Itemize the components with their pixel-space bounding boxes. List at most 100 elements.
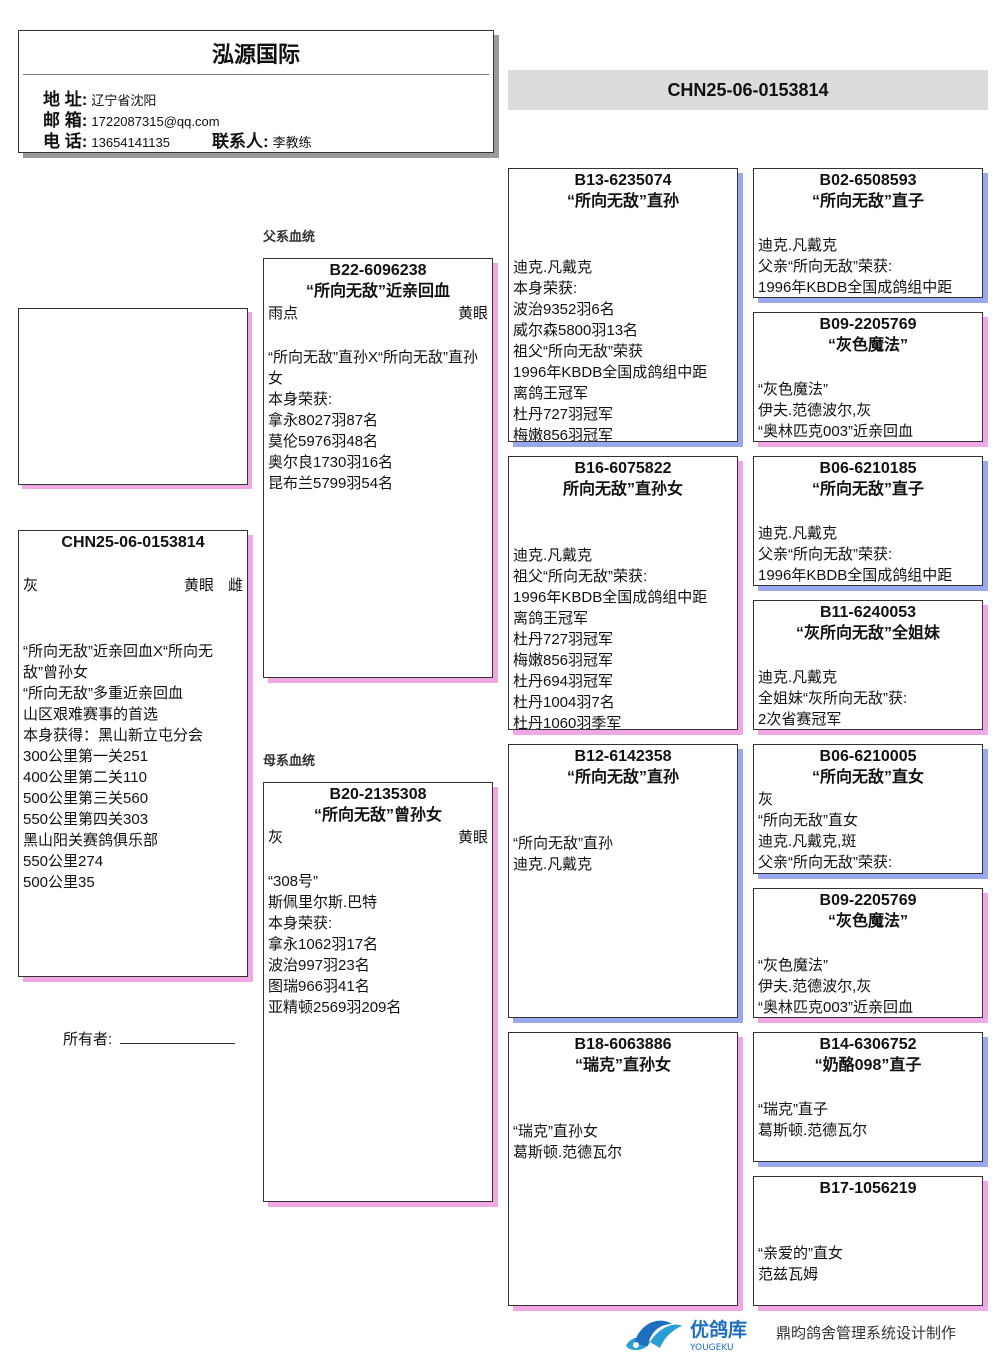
email-label: 邮 箱: bbox=[43, 111, 88, 130]
note-line: “所向无敌”直孙X“所向无敌”直孙女 bbox=[268, 349, 478, 387]
note-line: 黑山阳关赛鸽俱乐部 bbox=[23, 832, 159, 849]
ring-number: B22-6096238 bbox=[329, 262, 427, 279]
note-line: 范兹瓦姆 bbox=[758, 1266, 819, 1283]
note-line: 梅嫩856羽冠军 bbox=[513, 652, 614, 669]
ancestor-card: B22-6096238“所向无敌”近亲回血雨点黄眼“所向无敌”直孙X“所向无敌”… bbox=[263, 258, 493, 678]
ancestor-card: B20-2135308“所向无敌”曾孙女灰黄眼“308号”斯佩里尔斯.巴特本身荣… bbox=[263, 782, 493, 1202]
note-line: 祖父“所向无敌”荣获: bbox=[513, 568, 648, 585]
note-line: “亲爱的”直女 bbox=[758, 1245, 843, 1262]
pedigree-notes: 迪克.凡戴克父亲“所向无敌”荣获: 1996年KBDB全国成鸽组中距 bbox=[758, 523, 978, 585]
note-line: 祖父“所向无敌”荣获 bbox=[513, 343, 643, 360]
plumage-color: 灰 bbox=[23, 577, 39, 594]
pigeon-name: “灰所向无敌”全姐妹 bbox=[795, 625, 940, 642]
pedigree-notes: “瑞克”直子葛斯顿.范德瓦尔 bbox=[758, 1099, 978, 1141]
note-line: “奥林匹克003”近亲回血 bbox=[758, 423, 914, 440]
note-line: 本身荣获: bbox=[268, 391, 333, 408]
loft-name: 泓源国际 bbox=[211, 42, 300, 67]
owner-label: 所有者: bbox=[63, 1031, 113, 1048]
contact-label: 联系人: bbox=[211, 132, 269, 151]
note-line: 1996年KBDB全国成鸽组中距 bbox=[758, 567, 953, 584]
pedigree-notes: 迪克.凡戴克父亲“所向无敌”荣获:1996年KBDB全国成鸽组中距 bbox=[758, 235, 978, 297]
address-label: 地 址: bbox=[43, 90, 88, 109]
pedigree-notes: “所向无敌”直孙X“所向无敌”直孙女本身荣获:拿永8027羽87名莫伦5976羽… bbox=[268, 347, 488, 494]
note-line: 迪克.凡戴克 bbox=[758, 669, 838, 686]
plumage-color: 灰 bbox=[268, 829, 284, 846]
ancestor-card: B12-6142358“所向无敌”直孙“所向无敌”直孙迪克.凡戴克 bbox=[508, 744, 738, 1018]
note-line: “奥林匹克003”近亲回血 bbox=[758, 999, 914, 1016]
note-line: 葛斯顿.范德瓦尔 bbox=[513, 1144, 623, 1161]
note-line: 全姐妹“灰所向无敌”获: bbox=[758, 690, 908, 707]
note-line: 迪克.凡戴克 bbox=[758, 525, 838, 542]
note-line: 迪克.凡戴克 bbox=[513, 547, 593, 564]
loft-info-box: 泓源国际 地 址:辽宁省沈阳 邮 箱:1722087315@qq.com 电 话… bbox=[18, 30, 494, 153]
note-line: 杜丹1060羽季军 bbox=[513, 715, 622, 730]
spacer bbox=[52, 575, 170, 596]
address-row: 地 址:辽宁省沈阳 bbox=[43, 85, 156, 110]
dam-section-label: 母系血统 bbox=[263, 753, 316, 768]
color-eye-row: 雨点黄眼 bbox=[268, 303, 488, 324]
note-line: “瑞克”直孙女 bbox=[513, 1123, 598, 1140]
pedigree-notes: 迪克.凡戴克全姐妹“灰所向无敌”获:2次省赛冠军 bbox=[758, 667, 978, 729]
pigeon-name: “所向无敌”直女 bbox=[811, 769, 924, 786]
sex: 雌 bbox=[227, 577, 243, 594]
note-line: 父亲“所向无敌”荣获: bbox=[758, 546, 893, 563]
ring-number: B12-6142358 bbox=[574, 748, 672, 765]
owner-signature-line bbox=[120, 1029, 236, 1044]
ring-number: B17-1056219 bbox=[819, 1180, 917, 1197]
note-line: “灰色魔法” bbox=[758, 957, 828, 974]
note-line: 杜丹727羽冠军 bbox=[513, 631, 614, 648]
note-line: 伊夫.范德波尔,灰 bbox=[758, 978, 872, 995]
note-line: 葛斯顿.范德瓦尔 bbox=[758, 1122, 868, 1139]
pigeon-name: “所向无敌”直子 bbox=[811, 481, 924, 498]
ring-number: B06-6210005 bbox=[819, 748, 917, 765]
ring-number: B14-6306752 bbox=[819, 1036, 917, 1053]
pigeon-name: “瑞克”直孙女 bbox=[574, 1057, 671, 1074]
note-line: 本身荣获: bbox=[268, 915, 333, 932]
note-line: 300公里第一关251 bbox=[23, 748, 149, 765]
note-line: 波治9352羽6名 bbox=[513, 301, 615, 318]
note-line: 迪克.凡戴克 bbox=[513, 259, 593, 276]
note-line: 灰 bbox=[758, 791, 774, 808]
note-line: 杜丹1004羽7名 bbox=[513, 694, 615, 711]
top-ring-number: CHN25-06-0153814 bbox=[508, 70, 988, 110]
eye-color: 黄眼 bbox=[183, 577, 214, 594]
note-line: 杜丹694羽冠军 bbox=[513, 673, 614, 690]
ring-number: B09-2205769 bbox=[819, 892, 917, 909]
note-line: 杜丹727羽冠军 bbox=[513, 406, 614, 423]
color-eye-row: 灰 黄眼雌 bbox=[23, 575, 243, 596]
note-line: 1996年KBDB全国成鸽组中距 bbox=[758, 279, 953, 296]
eye-color: 黄眼 bbox=[457, 305, 488, 322]
eye-color: 黄眼 bbox=[457, 829, 488, 846]
note-line: 亚精顿2569羽209名 bbox=[268, 999, 402, 1016]
note-line: 迪克.凡戴克 bbox=[758, 237, 838, 254]
ancestor-card: B14-6306752 “奶酪098”直子 “瑞克”直子葛斯顿.范德瓦尔 bbox=[753, 1032, 983, 1162]
note-line: 400公里第二关110 bbox=[23, 769, 147, 786]
note-line: 昆布兰5799羽54名 bbox=[268, 475, 394, 492]
ring-number: B13-6235074 bbox=[574, 172, 672, 189]
note-line: 本身获得：黑山新立屯分会 bbox=[23, 727, 204, 744]
note-line: 500公里第三关560 bbox=[23, 790, 149, 807]
note-line: 威尔森5800羽13名 bbox=[513, 322, 639, 339]
spacer bbox=[297, 827, 444, 848]
ring-number: B02-6508593 bbox=[819, 172, 917, 189]
ancestor-card: B13-6235074“所向无敌”直孙迪克.凡戴克本身荣获:波治9352羽6名威… bbox=[508, 168, 738, 442]
ancestor-card: B11-6240053“灰所向无敌”全姐妹迪克.凡戴克全姐妹“灰所向无敌”获:2… bbox=[753, 600, 983, 730]
pedigree-notes: “308号”斯佩里尔斯.巴特本身荣获:拿永1062羽17名波治997羽23名图瑞… bbox=[268, 871, 488, 1018]
footer-credit: 鼎昀鸽舍管理系统设计制作 bbox=[776, 1325, 957, 1342]
pigeon-name: “奶酪098”直子 bbox=[814, 1057, 922, 1074]
pedigree-notes: 迪克.凡戴克本身荣获:波治9352羽6名威尔森5800羽13名祖父“所向无敌”荣… bbox=[513, 257, 733, 441]
note-line: 奥尔良1730羽16名 bbox=[268, 454, 394, 471]
note-line: 山区艰难赛事的首选 bbox=[23, 706, 159, 723]
note-line: 波治997羽23名 bbox=[268, 957, 370, 974]
yougeku-logo: 优鸽库 YOUGEKU bbox=[620, 1312, 760, 1354]
pigeon-name: “所向无敌”直孙 bbox=[566, 769, 679, 786]
contact-value: 李教练 bbox=[272, 135, 312, 150]
ancestor-card: B02-6508593 “所向无敌”直子迪克.凡戴克父亲“所向无敌”荣获:1996… bbox=[753, 168, 983, 298]
pigeon-name: “所向无敌”直子 bbox=[811, 193, 924, 210]
note-line: 伊夫.范德波尔,灰 bbox=[758, 402, 872, 419]
pigeon-name: 所向无敌”直孙女 bbox=[562, 481, 683, 498]
pedigree-notes: “灰色魔法” 伊夫.范德波尔,灰 “奥林匹克003”近亲回血 bbox=[758, 955, 978, 1017]
